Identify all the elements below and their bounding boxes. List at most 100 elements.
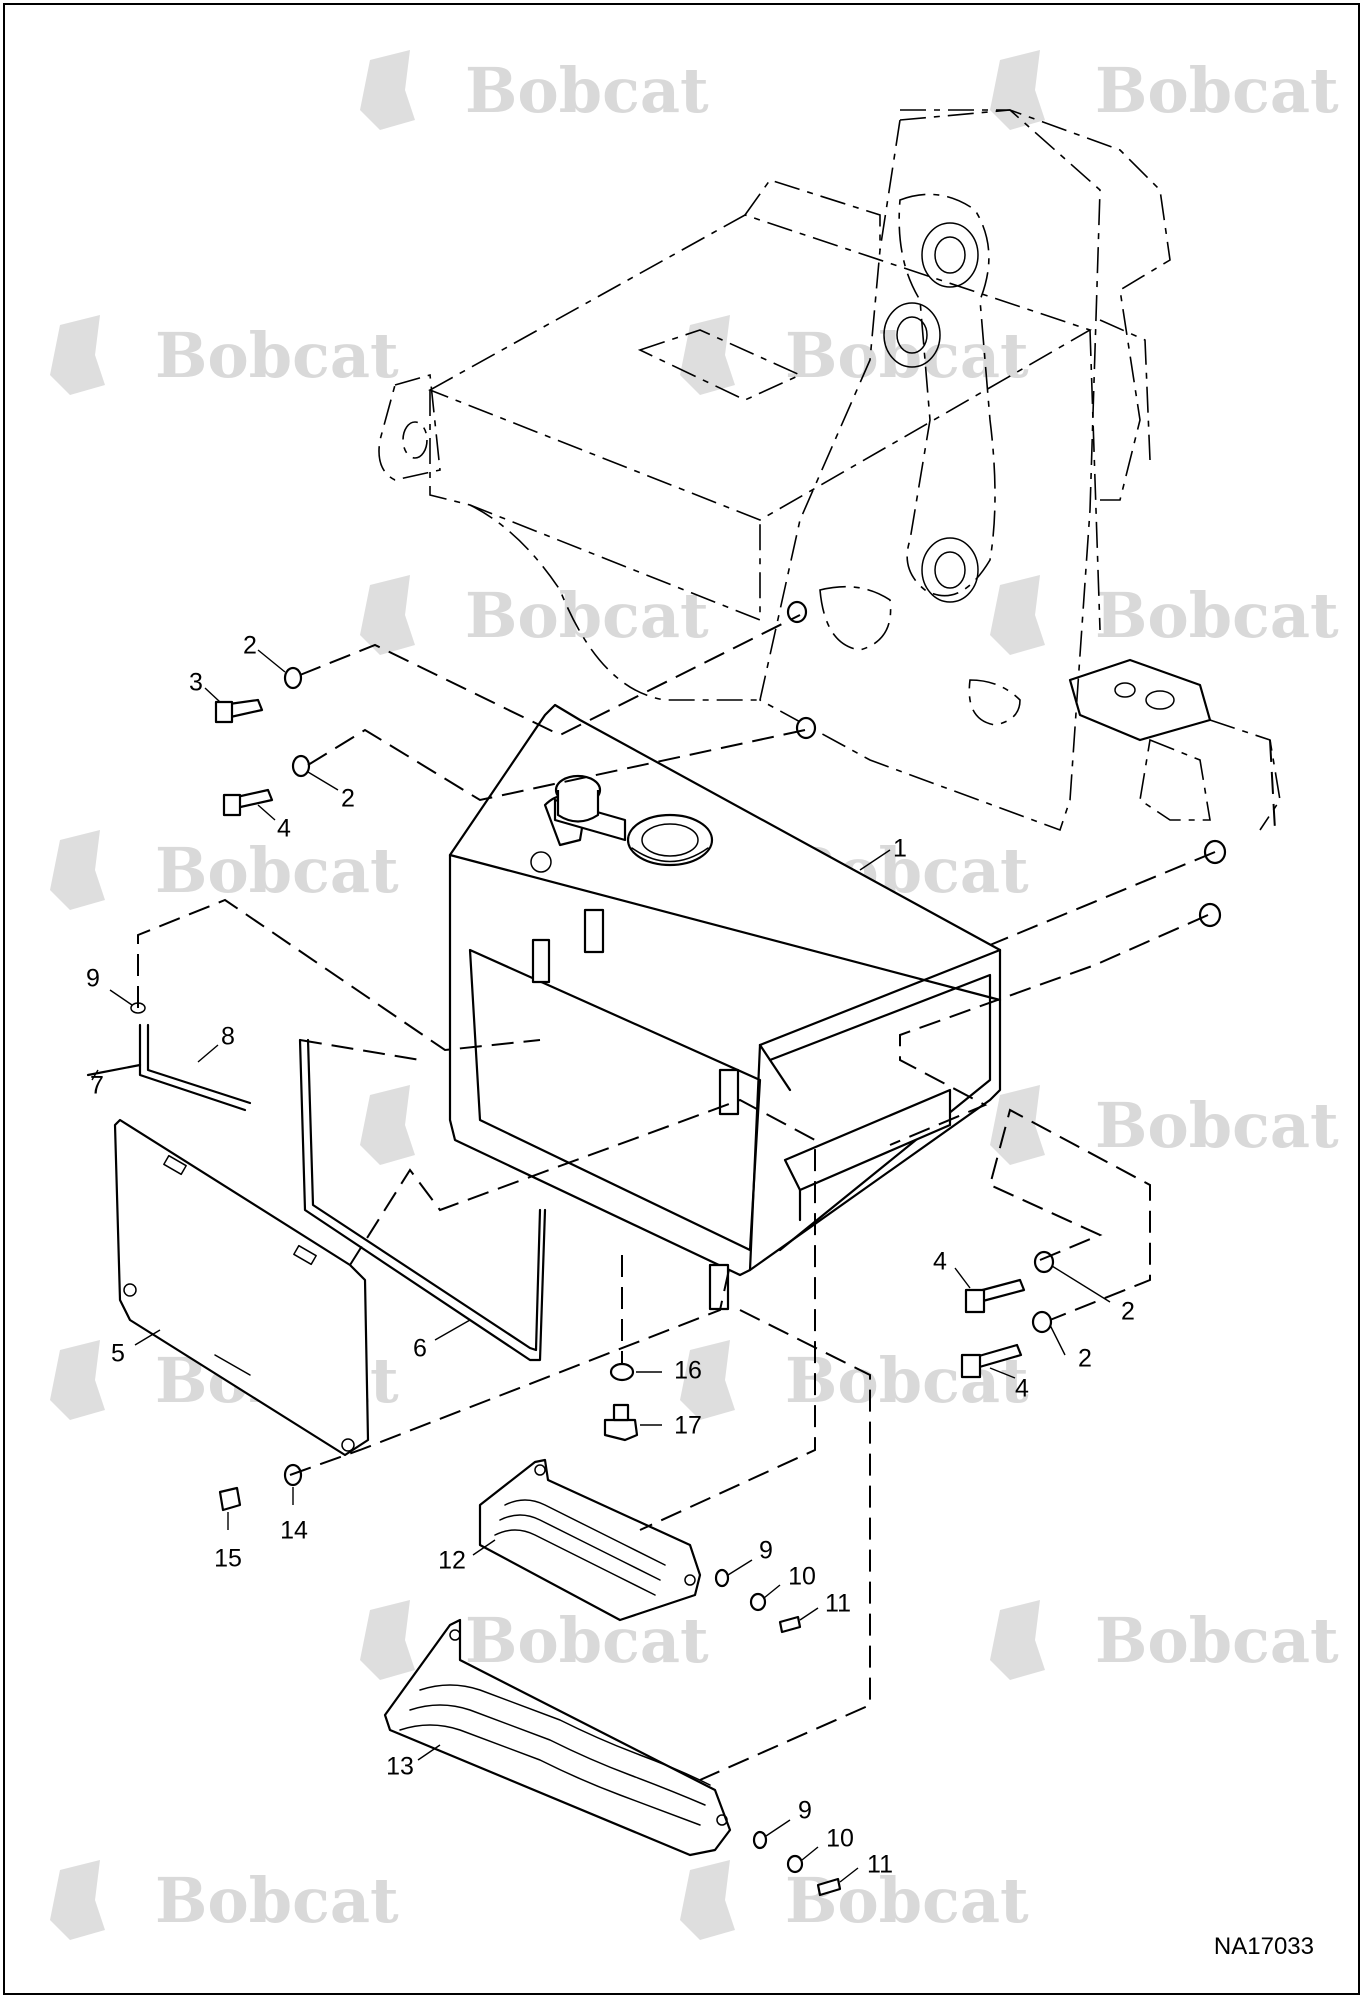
watermark-text: Bobcat — [155, 319, 399, 392]
bobcat-watermark: Bobcat — [680, 1340, 1029, 1420]
step-upper-tread-3 — [504, 1499, 666, 1566]
bracket-hole — [1114, 682, 1136, 698]
bobcat-logo-mark — [360, 575, 415, 655]
pivot-bore-lower — [934, 551, 966, 589]
washer-2b — [291, 754, 311, 778]
leader-2b — [307, 771, 339, 791]
step-lower-body — [383, 1618, 732, 1857]
leader-4c — [989, 1367, 1016, 1379]
bobcat-watermark: Bobcat — [360, 575, 709, 655]
bracket-hole-large — [1145, 690, 1175, 710]
leader-9a — [109, 989, 133, 1006]
machine-frame-phantom — [378, 109, 1171, 701]
callouts: 1 2 2 2 2 3 4 4 4 5 6 7 8 9 9 9 10 10 11… — [86, 632, 1135, 1879]
bobcat-logo-mark — [360, 1600, 415, 1680]
washer-2a — [283, 666, 303, 690]
bolt-4a-head — [222, 793, 242, 817]
bolt-4c-head — [960, 1353, 982, 1379]
tank-strap-tab-right — [718, 1068, 740, 1116]
dash-bolt4a — [307, 728, 806, 802]
step-upper-tread-1 — [499, 1514, 661, 1581]
step-upper[interactable] — [478, 1458, 702, 1622]
leader-9b — [727, 1559, 753, 1576]
bolt-4b-head — [964, 1288, 986, 1314]
leader-5 — [134, 1329, 161, 1346]
leader-1 — [859, 849, 891, 871]
callout-5: 5 — [111, 1340, 125, 1368]
hose-rod[interactable] — [86, 1002, 252, 1112]
bobcat-logo-mark — [990, 50, 1045, 130]
callout-14: 14 — [280, 1517, 308, 1545]
bobcat-watermark: Bobcat — [990, 1600, 1339, 1680]
frame-boss-4 — [1198, 902, 1222, 928]
bobcat-watermark: Bobcat — [50, 830, 399, 910]
dash-step13 — [699, 1309, 871, 1781]
bracket-lower-tab — [1139, 738, 1211, 821]
drain-plug-17 — [603, 1418, 639, 1442]
callout-11: 11 — [825, 1590, 851, 1618]
rod-bend — [138, 1023, 247, 1112]
fasteners — [214, 600, 1227, 1897]
frame-right-edge — [1089, 329, 1101, 631]
mounting-bracket — [1068, 658, 1212, 742]
callout-4: 4 — [277, 815, 291, 843]
frame-right-rib — [1099, 319, 1151, 461]
leader-12 — [472, 1539, 496, 1556]
washer-14 — [283, 1463, 303, 1487]
callout-4: 4 — [1015, 1375, 1029, 1403]
callout-17: 17 — [674, 1412, 702, 1440]
callout-7: 7 — [90, 1072, 104, 1100]
rod-bend-inner — [146, 1023, 252, 1105]
bobcat-watermark: Bobcat — [680, 1860, 1029, 1940]
leader-11a — [799, 1607, 819, 1621]
cover-hole-left — [123, 1283, 137, 1297]
callout-3: 3 — [189, 669, 203, 697]
frame-boss-1 — [786, 600, 808, 624]
frame-lower-curve — [469, 504, 760, 701]
cover-panel — [113, 1118, 370, 1457]
frame-right-tail — [1209, 719, 1281, 831]
bobcat-watermark: Bobcat — [990, 575, 1339, 655]
leader-3 — [204, 687, 221, 703]
washer-9b — [714, 1568, 730, 1588]
step-lower-hole-2 — [716, 1814, 728, 1826]
tank-body — [448, 703, 1002, 1277]
dash-cover-fastener — [289, 1264, 731, 1476]
callout-2: 2 — [1121, 1298, 1135, 1326]
leader-2d — [1049, 1324, 1066, 1356]
dash-right-boss — [989, 851, 1216, 946]
bobcat-logo-mark — [990, 575, 1045, 655]
filler-neck — [556, 790, 600, 823]
oring-16 — [609, 1362, 635, 1382]
figure-id: NA17033 — [1213, 1933, 1314, 1960]
step-lower[interactable] — [383, 1618, 732, 1857]
tank-side-panel — [768, 973, 992, 1252]
lift-arm-link — [898, 193, 996, 597]
tank-front-edge — [448, 853, 1002, 1002]
tank-strap[interactable] — [298, 1038, 547, 1362]
watermark-text: Bobcat — [1095, 1089, 1339, 1162]
lift-arm-plate — [759, 109, 1101, 832]
callout-9: 9 — [798, 1797, 812, 1825]
callout-2: 2 — [243, 632, 257, 660]
bobcat-logo-mark — [680, 1340, 735, 1420]
tank-cover-panel[interactable] — [113, 1118, 370, 1457]
washer-9c — [752, 1830, 768, 1850]
fuel-tank[interactable] — [448, 703, 1002, 1311]
tank-front-recess — [468, 948, 762, 1252]
leader-10b — [801, 1846, 819, 1861]
dash-bolt3 — [299, 614, 801, 737]
step-upper-tread-2 — [494, 1529, 656, 1596]
dash-rod — [137, 898, 541, 1052]
pivot-bushing-upper — [921, 222, 979, 288]
leader-4a — [257, 804, 276, 821]
callout-12: 12 — [438, 1547, 466, 1575]
watermark-text: Bobcat — [1095, 54, 1339, 127]
callout-2: 2 — [341, 785, 355, 813]
step-lower-hole — [449, 1629, 461, 1641]
watermark-text: Bobcat — [785, 319, 1029, 392]
bobcat-logo-mark — [50, 315, 105, 395]
pivot-bushing-middle — [883, 302, 941, 368]
